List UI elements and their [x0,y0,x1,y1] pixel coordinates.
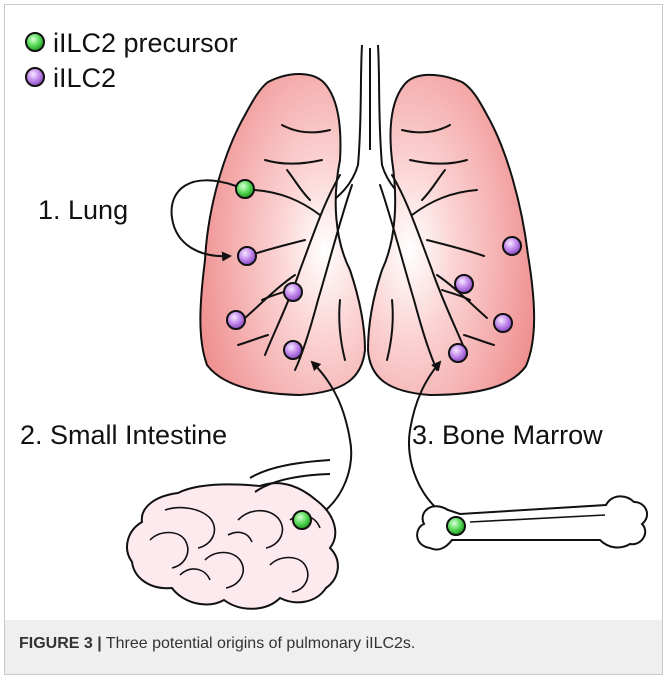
ilc2-cell [503,237,521,255]
ilc2-cell [284,341,302,359]
intestine-origin-label: 2. Small Intestine [20,420,227,450]
ilc2-cell [455,275,473,293]
precursor-legend-label: iILC2 precursor [53,28,238,58]
ilc2-legend-icon [26,68,44,86]
ilc2-cell [494,314,512,332]
small-intestine-icon [127,460,338,609]
precursor-cell-lung [236,180,254,198]
precursor-legend-icon [26,33,44,51]
ilc2-cell [238,247,256,265]
ilc2-cell [284,283,302,301]
caption-label: FIGURE 3 | [19,635,102,652]
precursor-cell-marrow [447,517,465,535]
lung-origin-label: 1. Lung [38,195,128,225]
ilc2-cell [449,344,467,362]
left-lung [200,74,365,395]
caption-text: Three potential origins of pulmonary iIL… [106,635,416,652]
precursor-cell-intestine [293,511,311,529]
figure-caption: FIGURE 3 | Three potential origins of pu… [19,635,415,653]
ilc2-legend-label: iILC2 [53,63,116,93]
marrow-origin-label: 3. Bone Marrow [412,420,603,450]
ilc2-cell [227,311,245,329]
